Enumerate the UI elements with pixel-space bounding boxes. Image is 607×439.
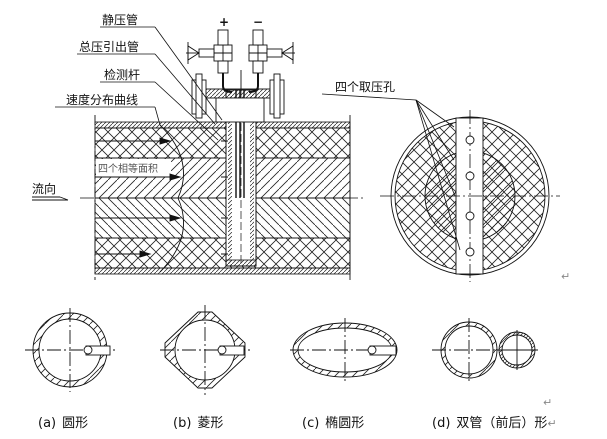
plus-sign: +: [219, 15, 229, 29]
return-mark-2: ↵: [543, 396, 552, 409]
minus-sign: −: [253, 15, 263, 29]
label-four-taps: 四个取压孔: [335, 80, 395, 94]
shape-ellipse: [290, 318, 400, 384]
flow-direction-arrow: [32, 196, 69, 201]
label-probe-rod: 检测杆: [104, 67, 140, 82]
caption-tag-d: (d): [432, 416, 450, 431]
taps-leader: [321, 93, 461, 251]
caption-text-c: 椭圆形: [325, 415, 364, 431]
four-equal-areas-label: 四个相等面积: [98, 162, 158, 175]
shape-round: [25, 308, 115, 392]
shape-double-tube: [432, 318, 538, 384]
caption-text-a: 圆形: [62, 416, 88, 431]
label-total-pressure-outlet: 总压引出管: [79, 39, 139, 54]
caption-text-d: 双管（前后）形: [456, 415, 547, 431]
pressure-taps: [465, 135, 475, 257]
outer-zone-top: [94, 127, 351, 159]
velocity-profile-curve: [159, 124, 184, 273]
caption-tag-c: (c): [302, 416, 319, 431]
return-mark-1: ↵: [561, 270, 570, 283]
shape-diamond: [160, 305, 250, 395]
leader-lines: [55, 26, 223, 141]
flow-direction-label: 流向: [32, 181, 56, 196]
velocity-arrows: [95, 137, 182, 258]
caption-tag-a: (a): [38, 416, 56, 431]
caption-a: (a) 圆形: [38, 416, 88, 431]
label-static-pressure-tube: 静压管: [102, 12, 138, 27]
caption-text-b: 菱形: [197, 416, 223, 431]
caption-tag-b: (b): [173, 416, 191, 431]
return-mark-3: ↵: [547, 417, 556, 430]
captions: (a) 圆形 (b) 菱形 (c) 椭圆形 (d) 双管（前后）形↵: [38, 415, 557, 431]
label-velocity-profile: 速度分布曲线: [66, 92, 138, 107]
outer-zone-bottom: [94, 237, 351, 269]
flange: [195, 88, 281, 99]
cross-section: [380, 110, 560, 282]
pipe-wall-top: [94, 121, 351, 129]
caption-b: (b) 菱形: [173, 416, 223, 431]
caption-c: (c) 椭圆形: [302, 415, 364, 431]
flange-assembly: [186, 29, 295, 123]
caption-d: (d) 双管（前后）形↵: [432, 415, 557, 431]
pipe-wall-bottom: [94, 267, 351, 275]
